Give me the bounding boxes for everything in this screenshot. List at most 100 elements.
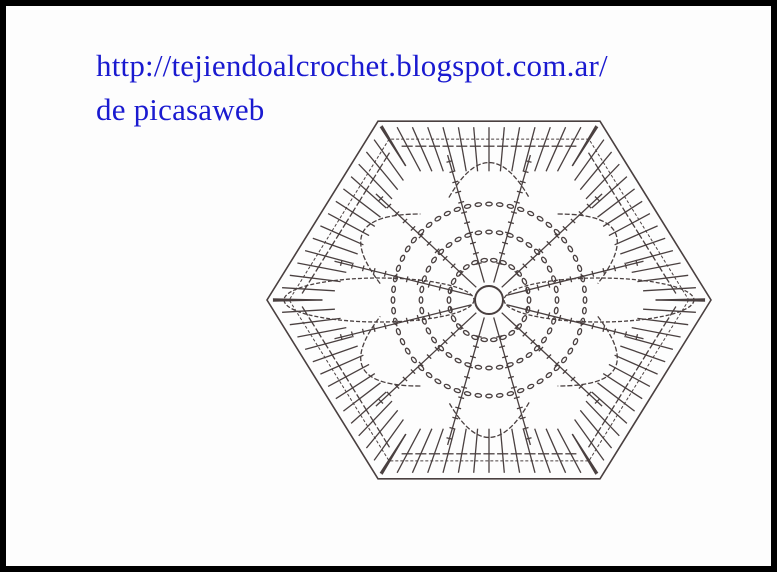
stitch-bar — [613, 265, 617, 272]
stitch-bar — [546, 240, 552, 246]
stitch-bar — [458, 324, 464, 330]
chain-stitch — [485, 365, 493, 371]
stitch-bar — [504, 365, 512, 369]
stitch-bar — [472, 345, 479, 349]
chain-stitch — [425, 327, 432, 335]
chain-stitch — [495, 392, 504, 398]
chain-stitch — [495, 364, 504, 370]
double-crochet — [350, 391, 387, 424]
chain-stitch — [485, 393, 493, 399]
center-horizontal-loops — [283, 277, 695, 323]
chain-stitch — [453, 206, 462, 213]
chain-stitch — [551, 275, 557, 283]
chain-stitch — [516, 206, 525, 213]
stitch-bar — [450, 331, 456, 337]
stitch-bar — [516, 406, 523, 410]
stitch-bar — [628, 218, 636, 228]
stitch-bar — [519, 180, 526, 184]
stitch-bar — [328, 350, 336, 360]
chain-stitch — [418, 296, 424, 304]
stitch-bar — [496, 262, 503, 265]
chain-stitch — [553, 285, 559, 294]
double-crochet — [365, 409, 399, 449]
stitch-bar — [496, 335, 503, 338]
chain-stitch — [567, 245, 574, 253]
spoke-stitch — [375, 193, 477, 288]
stitch-bar — [522, 263, 528, 269]
stitch-bar — [469, 355, 476, 359]
stitch-bar — [615, 196, 622, 206]
double-crochet — [511, 428, 521, 473]
double-crochet — [574, 419, 605, 461]
chain-stitch — [450, 314, 457, 323]
double-crochet — [365, 151, 399, 191]
chain-stitch — [508, 264, 516, 271]
stitch-bar — [449, 306, 453, 313]
double-crochet — [579, 409, 613, 449]
double-crochet — [574, 139, 605, 181]
stitch-bar — [378, 398, 384, 404]
stitch-bar — [591, 323, 595, 330]
stitch-bar — [649, 339, 656, 349]
chain-stitch — [495, 202, 504, 208]
chain-stitch — [434, 215, 442, 222]
stitch-bar — [442, 339, 448, 345]
double-crochet — [304, 249, 353, 264]
magic-ring — [474, 285, 504, 315]
stitch-bar — [372, 325, 376, 332]
chain-stitch — [489, 337, 498, 343]
source-caption: de picasaweb — [96, 92, 265, 127]
radial-stitches — [334, 154, 644, 446]
stitch-bar — [308, 273, 316, 283]
double-crochet — [473, 428, 479, 473]
chain-stitch — [454, 236, 462, 243]
chain-stitch — [391, 285, 397, 294]
stitch-bar — [356, 394, 363, 404]
chain-stitch — [410, 236, 417, 244]
stitch-bar — [615, 394, 622, 404]
chain-stitch — [437, 248, 445, 256]
chain-stitch — [489, 257, 498, 263]
stitch-bar — [586, 203, 592, 209]
shell-stitch — [655, 298, 706, 301]
stitch-bar — [530, 339, 536, 345]
stitch-bar — [608, 405, 616, 415]
double-crochet — [320, 225, 364, 246]
spoke-stitch — [493, 154, 532, 283]
chain-stitch — [525, 241, 533, 249]
double-crochet — [358, 400, 393, 437]
double-crochet — [643, 287, 696, 292]
double-crochet — [556, 126, 582, 172]
double-crochet — [522, 428, 536, 473]
chain-stitch — [430, 256, 438, 264]
chain-stitch — [474, 392, 483, 398]
chain-stitch — [582, 296, 588, 304]
double-crochet — [304, 336, 353, 351]
double-crochet — [522, 127, 536, 172]
stitch-bar — [350, 262, 354, 269]
stitch-bar — [502, 241, 509, 245]
stitch-bar — [649, 251, 656, 261]
chain-stitch — [446, 296, 452, 304]
chain-arch — [557, 316, 618, 387]
double-crochet — [602, 373, 643, 400]
stitch-bar — [538, 248, 544, 254]
stitch-bar — [536, 309, 540, 316]
chain-arch — [557, 213, 618, 284]
inner-edge-row — [288, 138, 690, 462]
chain-stitch — [553, 364, 561, 372]
stitch-bar — [342, 372, 350, 382]
double-crochet — [643, 308, 696, 313]
stitch-bar — [349, 207, 356, 217]
double-crochet — [631, 262, 681, 274]
double-crochet — [625, 336, 674, 351]
stitch-bar — [376, 426, 384, 437]
stitch-bar — [538, 346, 544, 352]
stitch-bar — [458, 270, 464, 276]
double-crochet — [411, 428, 433, 474]
chain-stitch — [576, 327, 583, 336]
double-crochet — [499, 428, 505, 473]
stitch-bar — [562, 368, 568, 375]
stitch-bar — [602, 268, 606, 275]
stitch-bar — [624, 262, 628, 269]
